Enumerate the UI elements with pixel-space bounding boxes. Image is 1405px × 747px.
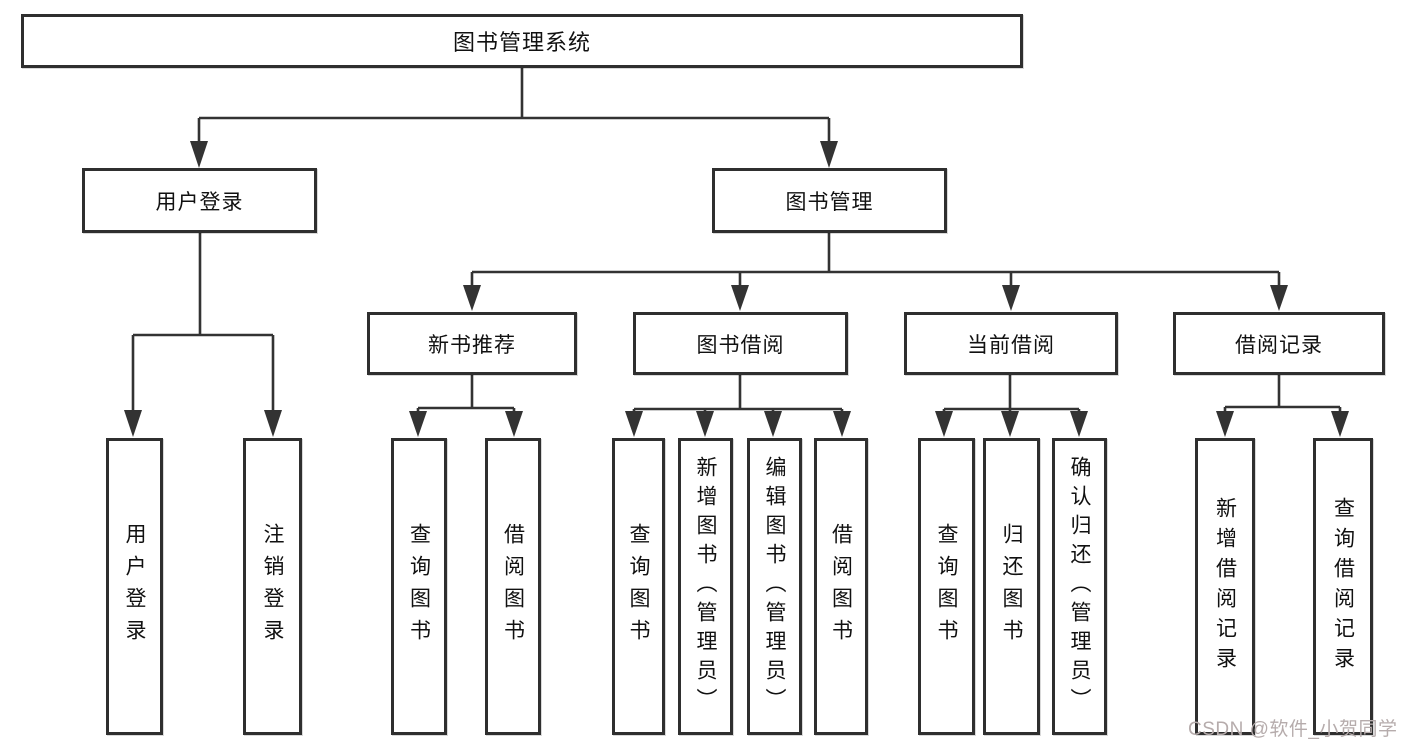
leaf-label: 注销登录 <box>261 522 284 651</box>
leaf-add-books-admin: 新增图书（管理员） <box>678 438 733 735</box>
csdn-watermark: CSDN @软件_小贺同学 <box>1188 719 1398 740</box>
leaf-label: 归还图书 <box>1000 522 1023 651</box>
leaf-label: 编辑图书（管理员） <box>763 456 786 717</box>
leaf-edit-books-admin: 编辑图书（管理员） <box>747 438 802 735</box>
node-library-management-system: 图书管理系统 <box>21 14 1023 68</box>
leaf-label: 查询图书 <box>935 522 958 651</box>
leaf-label: 确认归还（管理员） <box>1068 456 1091 717</box>
leaf-borrow-books: 借阅图书 <box>814 438 868 735</box>
leaf-confirm-return-admin: 确认归还（管理员） <box>1052 438 1107 735</box>
leaf-label: 新增图书（管理员） <box>694 456 717 717</box>
node-borrow-records: 借阅记录 <box>1173 312 1385 375</box>
leaf-query-borrow-record: 查询借阅记录 <box>1313 438 1373 735</box>
leaf-query-books-borrow: 查询图书 <box>612 438 665 735</box>
leaf-query-books-current: 查询图书 <box>918 438 975 735</box>
leaf-label: 查询图书 <box>627 522 650 651</box>
node-new-book-recommend: 新书推荐 <box>367 312 577 375</box>
node-book-borrow: 图书借阅 <box>633 312 848 375</box>
node-user-login: 用户登录 <box>82 168 317 233</box>
node-book-management: 图书管理 <box>712 168 947 233</box>
leaf-borrow-books-recommend: 借阅图书 <box>485 438 541 735</box>
leaf-add-borrow-record: 新增借阅记录 <box>1195 438 1255 735</box>
leaf-label: 查询图书 <box>407 522 431 651</box>
node-current-borrow: 当前借阅 <box>904 312 1118 375</box>
leaf-user-login: 用户登录 <box>106 438 163 735</box>
leaf-logout: 注销登录 <box>243 438 302 735</box>
leaf-query-books-recommend: 查询图书 <box>391 438 447 735</box>
leaf-label: 用户登录 <box>123 522 146 651</box>
leaf-label: 新增借阅记录 <box>1213 496 1237 677</box>
leaf-return-books: 归还图书 <box>983 438 1040 735</box>
leaf-label: 查询借阅记录 <box>1331 496 1355 677</box>
leaf-label: 借阅图书 <box>501 522 525 651</box>
leaf-label: 借阅图书 <box>829 522 853 651</box>
